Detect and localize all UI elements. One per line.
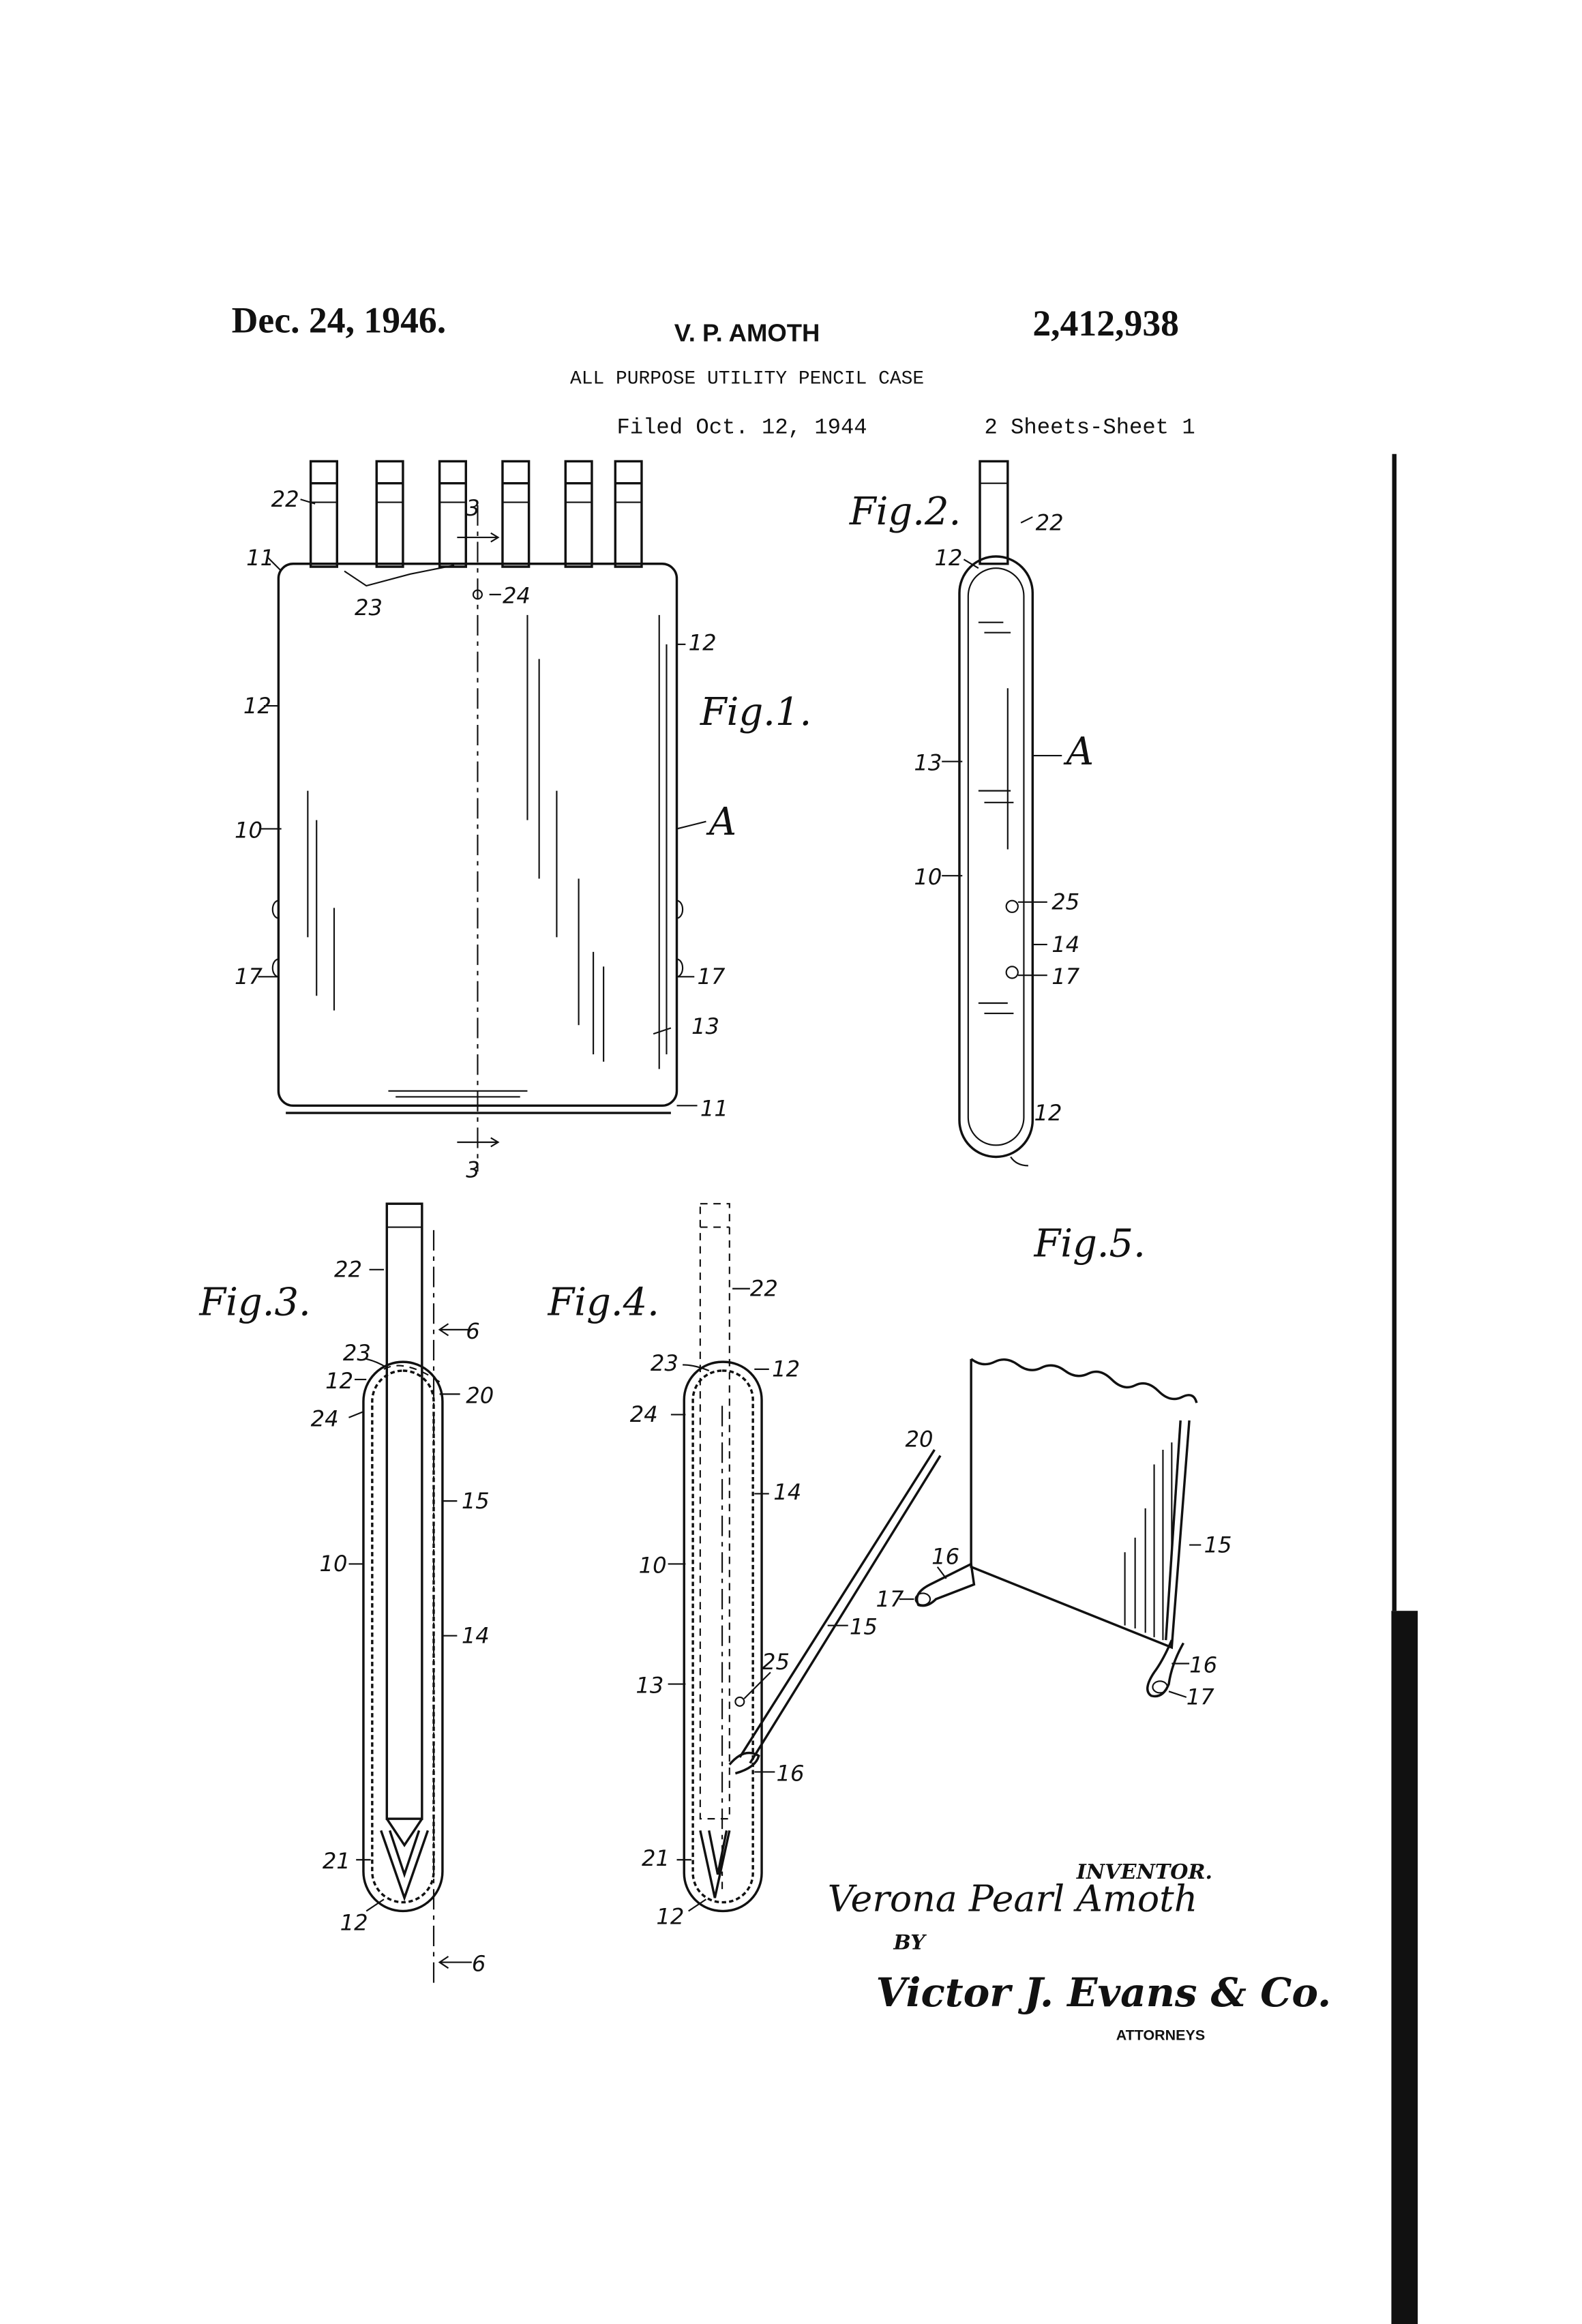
ref-label: 6: [472, 1950, 486, 1976]
patent-title: ALL PURPOSE UTILITY PENCIL CASE: [570, 369, 924, 390]
ref-label: 12: [1034, 1100, 1062, 1126]
ref-label: 15: [462, 1488, 490, 1514]
ref-label: 15: [850, 1614, 878, 1640]
ref-label: 10: [320, 1551, 348, 1577]
ref-label: 11: [246, 545, 274, 571]
ref-label: 3: [466, 495, 480, 521]
ref-label: 12: [934, 545, 962, 571]
ref-label: 17: [876, 1586, 904, 1612]
ref-label: 16: [931, 1543, 959, 1569]
attorneys-caption: ATTORNEYS: [1116, 2027, 1205, 2043]
ref-label: 20: [466, 1382, 494, 1408]
ref-label: 12: [772, 1356, 800, 1382]
ref-label: 16: [1189, 1652, 1217, 1678]
ref-label: 17: [1051, 964, 1079, 989]
ref-label: 3: [466, 1157, 480, 1183]
ref-label: 24: [503, 583, 531, 609]
ref-label: 22: [271, 486, 299, 512]
ref-label: A: [1063, 730, 1094, 774]
ref-label: 21: [323, 1848, 350, 1874]
ref-label: 13: [691, 1013, 719, 1039]
figure-4: Fig.4. 22 23 12 24 14 20 10 15 25 13 16 …: [548, 1204, 941, 1930]
fig4-caption: Fig.4.: [548, 1280, 659, 1324]
ref-label: 15: [1204, 1532, 1232, 1558]
ref-label: 22: [1036, 509, 1064, 535]
ref-label: 13: [636, 1672, 663, 1698]
by-caption: BY: [893, 1931, 927, 1954]
ref-label: 11: [700, 1095, 728, 1121]
ref-label: 23: [355, 595, 383, 621]
ref-label: 10: [914, 864, 942, 890]
ref-label: 21: [642, 1845, 670, 1871]
ref-label: 10: [235, 817, 263, 843]
ref-label: A: [706, 800, 736, 844]
fig5-caption: Fig.5.: [1033, 1222, 1145, 1266]
fig3-caption: Fig.3.: [198, 1280, 310, 1324]
ref-label: 14: [1051, 932, 1079, 957]
inventor-name: Verona Pearl Amoth: [828, 1877, 1198, 1920]
ref-label: 22: [334, 1257, 362, 1283]
figure-5: Fig.5. 15 16 17 16 17: [876, 1222, 1232, 1710]
ref-label: 12: [325, 1368, 353, 1394]
ref-label: 22: [750, 1275, 778, 1301]
ref-label: 12: [243, 693, 271, 719]
ref-label: 24: [311, 1406, 339, 1432]
signature-block: INVENTOR. Verona Pearl Amoth BY Victor J…: [828, 1860, 1331, 2043]
page-edge-bar: [1391, 454, 1418, 2324]
ref-label: 13: [914, 750, 942, 776]
ref-label: 17: [698, 964, 726, 989]
ref-label: 17: [1186, 1684, 1214, 1710]
figure-1: Fig.1. 22 11 23 3 24 12 12 10 A 17 17 13…: [235, 461, 811, 1182]
ref-label: 25: [762, 1649, 790, 1675]
ref-label: 23: [651, 1350, 678, 1376]
patent-number: 2,412,938: [1032, 303, 1179, 344]
fig2-caption: Fig.2.: [849, 490, 961, 534]
ref-label: 10: [639, 1552, 667, 1578]
inventor-short: V. P. AMOTH: [674, 318, 820, 346]
issue-date: Dec. 24, 1946.: [232, 299, 447, 340]
ref-label: 20: [906, 1427, 934, 1452]
fig1-caption: Fig.1.: [700, 690, 811, 734]
figure-2: Fig.2. 22 12 A 13 10 25 14 17 12: [849, 461, 1094, 1165]
ref-label: 23: [343, 1340, 371, 1366]
filed-date: Filed Oct. 12, 1944: [616, 415, 867, 441]
ref-label: 24: [630, 1401, 658, 1427]
ref-label: 17: [235, 964, 263, 989]
figure-3: Fig.3. 22 6 23 12 20 24 15 10 14 21 12 6: [198, 1204, 494, 1984]
ref-label: 12: [689, 629, 717, 655]
ref-label: 12: [340, 1909, 368, 1935]
ref-label: 12: [656, 1904, 684, 1930]
ref-label: 16: [777, 1760, 805, 1786]
sheet-count: 2 Sheets-Sheet 1: [984, 415, 1195, 441]
ref-label: 14: [773, 1479, 801, 1505]
ref-label: 14: [462, 1622, 490, 1648]
ref-label: 6: [466, 1318, 480, 1344]
ref-label: 25: [1051, 889, 1079, 915]
attorney-signature: Victor J. Evans & Co.: [876, 1969, 1332, 2016]
